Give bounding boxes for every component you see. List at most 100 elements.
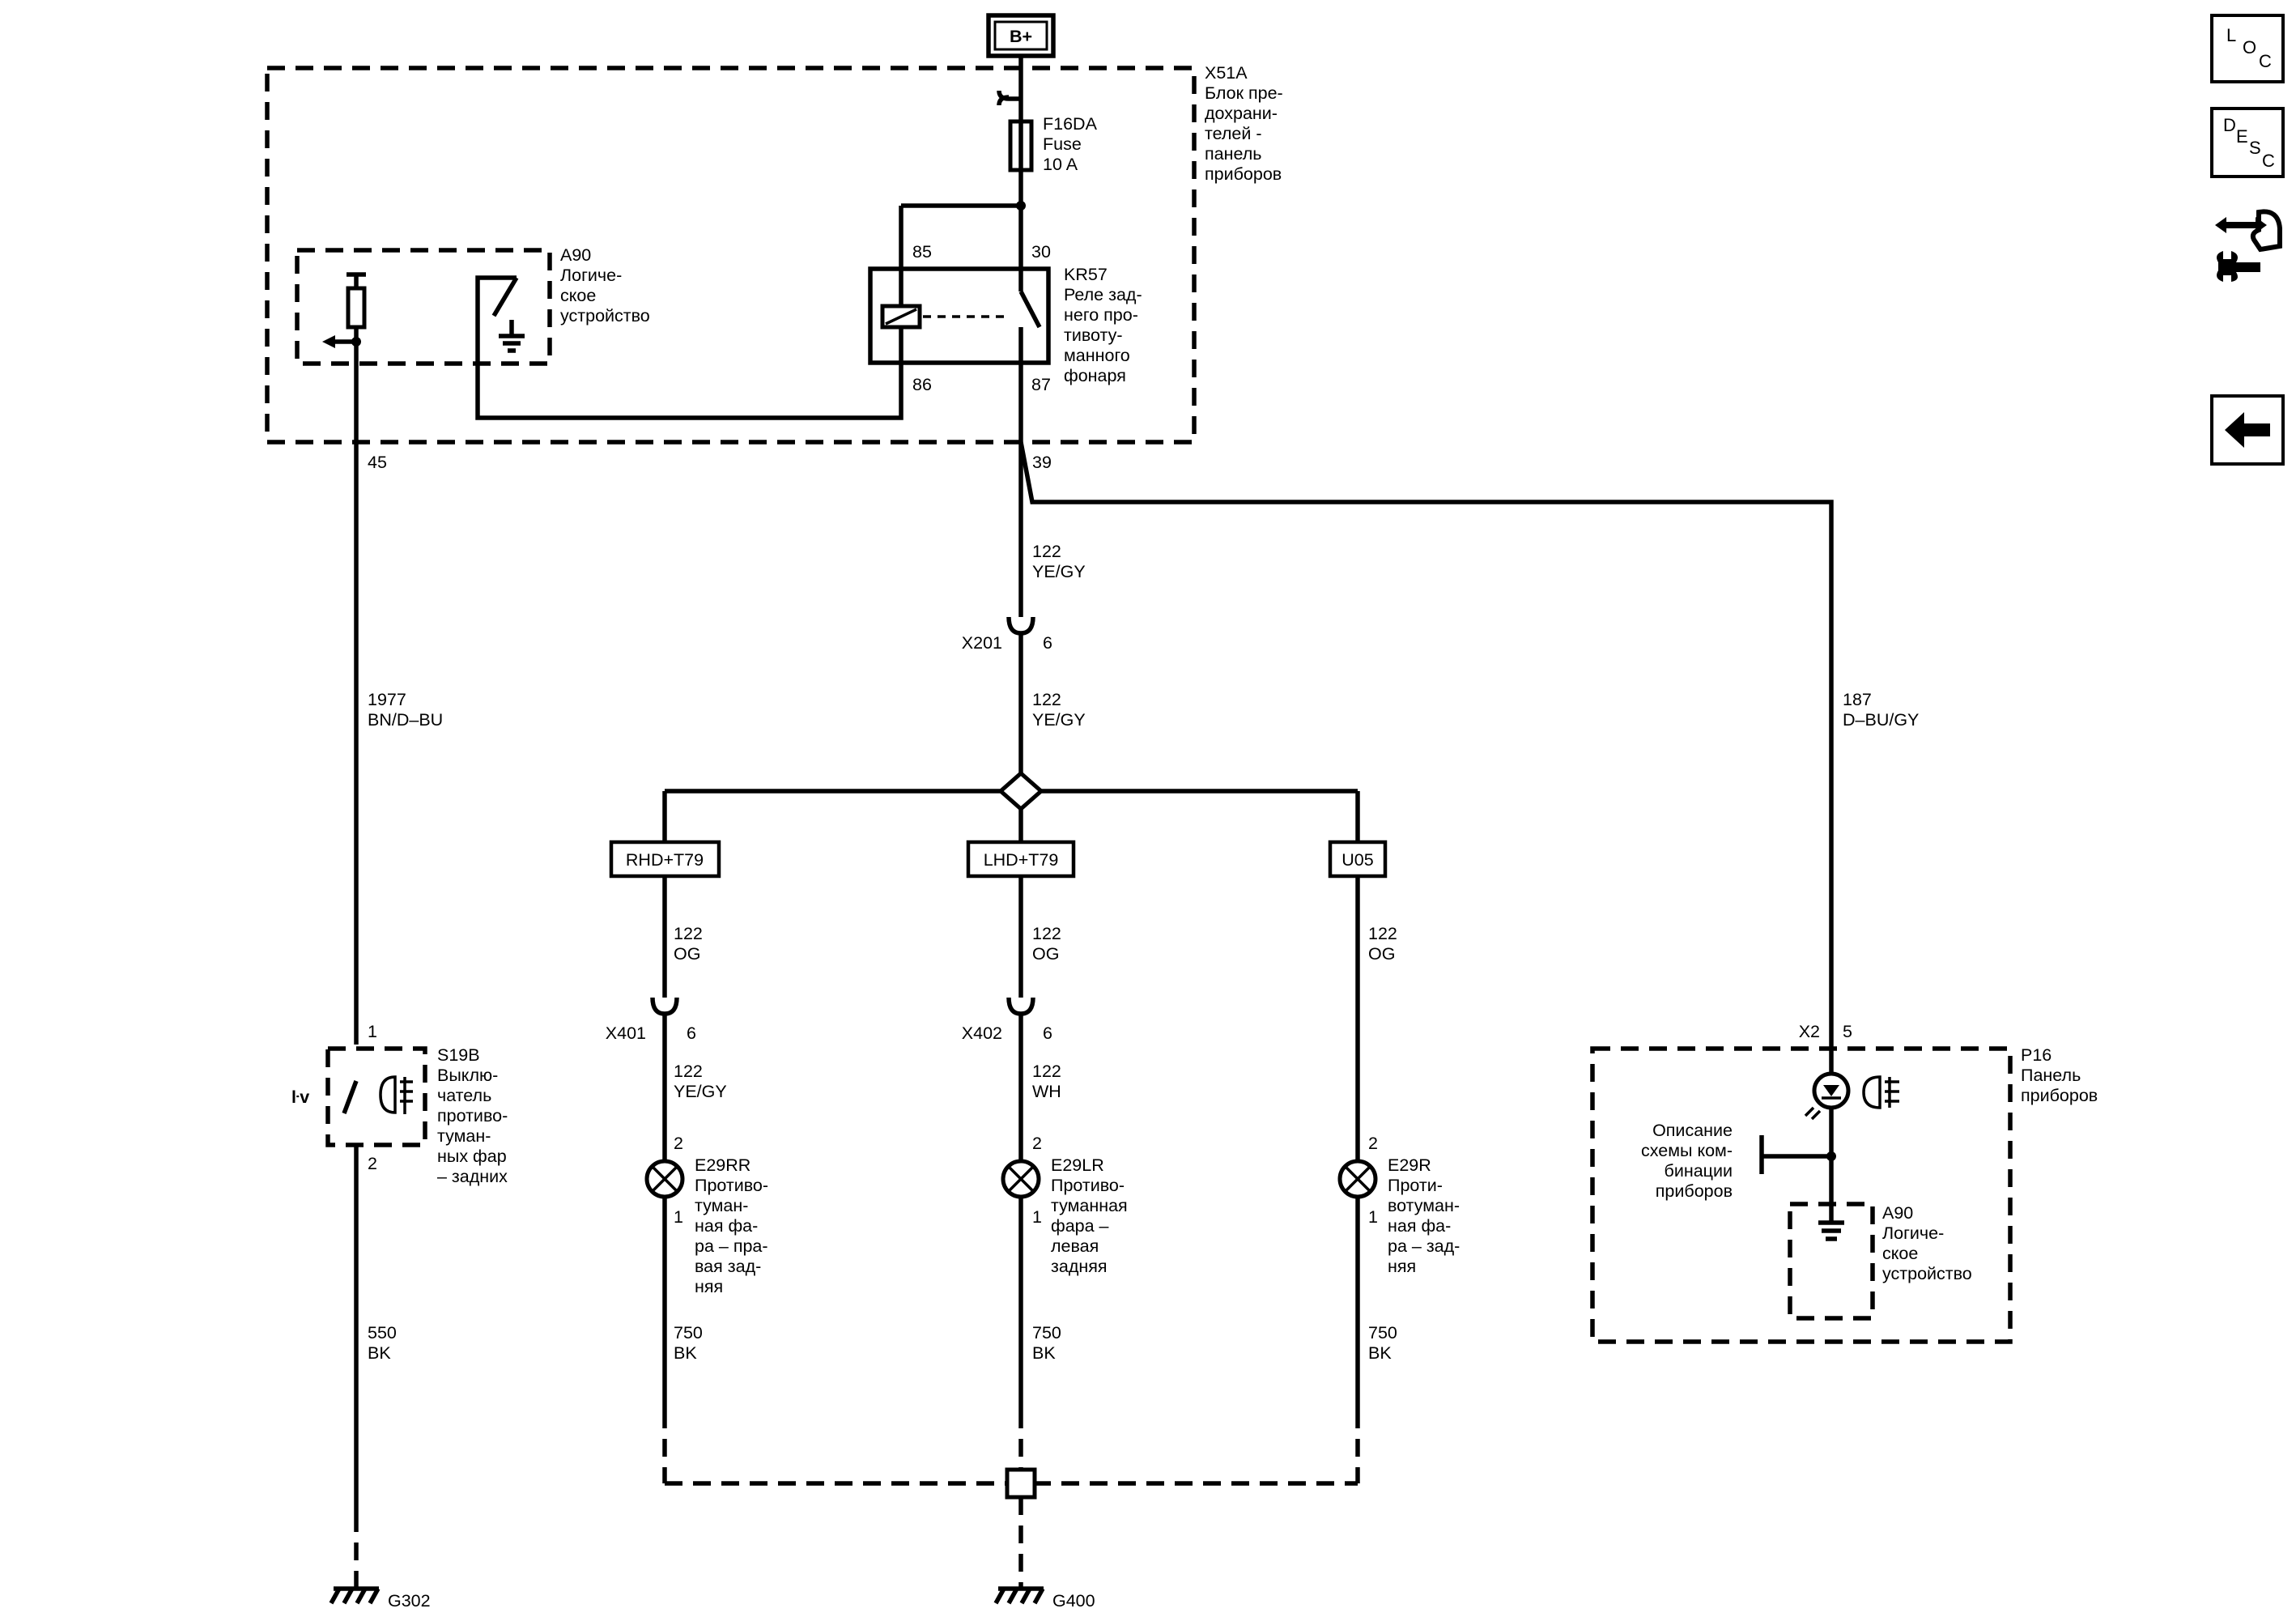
connector-x201-id: X201 [962, 633, 1002, 653]
lamp-r-id: E29R [1388, 1155, 1431, 1175]
option-lhd-label: LHD+T79 [984, 850, 1059, 870]
back-button[interactable] [2210, 394, 2285, 466]
fuse-block-desc-2: дохрани- [1205, 104, 1278, 123]
wire-relay-86-to-a90 [475, 275, 904, 420]
lamp-lr-pin-top: 2 [1032, 1134, 1042, 1153]
description-button-label-2: E [2236, 126, 2248, 147]
wire-lhd-wh-circuit: 122 [1032, 1062, 1061, 1081]
lamp-lr-desc-5: задняя [1051, 1257, 1108, 1276]
relay-pin-30: 30 [1031, 242, 1051, 262]
switch-s19b-border [325, 1046, 427, 1147]
connector-x2-pin: 5 [1843, 1022, 1852, 1041]
lamp-lr-desc-1: Противо- [1051, 1176, 1125, 1195]
location-button-label-2: O [2243, 37, 2256, 57]
lamp-r-pin-top: 2 [1368, 1134, 1378, 1153]
lamp-r-desc-4: ра – зад- [1388, 1236, 1460, 1256]
relay-kr57-box [868, 266, 1051, 365]
ground-g400-h4 [1032, 1587, 1045, 1605]
cluster-desc-2: приборов [2021, 1086, 2098, 1105]
switch-desc-5: ных фар [437, 1147, 507, 1166]
switch-desc-1: Выклю- [437, 1066, 498, 1085]
lamp-r-x2 [1344, 1165, 1371, 1193]
lamp-lr-desc-3: фара – [1051, 1216, 1109, 1236]
location-button[interactable]: L O C [2210, 14, 2285, 83]
a90-switch-arm [491, 276, 519, 317]
ground-g302-h2 [342, 1587, 355, 1605]
wire-187 [1018, 441, 1834, 1089]
cluster-desc-1: Панель [2021, 1066, 2081, 1085]
lamp-rr-x2 [651, 1165, 678, 1193]
ground-g302-h3 [355, 1587, 368, 1605]
lamp-rr-desc-3: ная фа- [695, 1216, 758, 1236]
lamp-r-desc-5: няя [1388, 1257, 1416, 1276]
ground-g400-h2 [1006, 1587, 1019, 1605]
wire-rhd-og-circuit: 122 [674, 924, 703, 943]
description-button-label-1: D [2223, 115, 2236, 135]
wire-u05-og-color: OG [1368, 944, 1395, 964]
switch-s19b-contact [342, 1080, 359, 1114]
connector-x402-id: X402 [962, 1023, 1002, 1043]
relay-desc-3: тивоту- [1064, 326, 1123, 345]
cluster-desc-note-3: бинации [1665, 1161, 1733, 1181]
connector-x401-symbol [650, 997, 679, 1016]
connector-x402-pin: 6 [1043, 1023, 1052, 1043]
wire-lhd-og-circuit: 122 [1032, 924, 1061, 943]
cluster-p16-border [1590, 1046, 2013, 1344]
a90-top-desc-1: Логиче- [560, 266, 622, 285]
connector-x401-id: X401 [606, 1023, 646, 1043]
connector-x402-symbol [1006, 997, 1035, 1016]
lamp-rr-desc-2: туман- [695, 1196, 748, 1215]
lamp-rr-pin-bottom: 1 [674, 1207, 683, 1227]
wire-rhd-yegy-color: YE/GY [674, 1082, 727, 1101]
wire-122-mid-circuit: 122 [1032, 690, 1061, 709]
relay-coil-diag [885, 308, 917, 326]
cluster-desc-note-4: приборов [1656, 1181, 1733, 1201]
relay-desc-4: манного [1064, 346, 1130, 365]
wire-187-circuit: 187 [1843, 690, 1872, 709]
cluster-id: P16 [2021, 1045, 2052, 1065]
lamp-lr-x2 [1007, 1165, 1035, 1193]
ground-g302-h4 [368, 1587, 381, 1605]
ground-g302-label: G302 [388, 1591, 431, 1611]
indicator-led-ray-2 [1810, 1109, 1822, 1121]
fuse-id: F16DA [1043, 114, 1098, 134]
connector-x401-pin: 6 [687, 1023, 696, 1043]
relay-contact-arm [1018, 290, 1042, 329]
pin-45: 45 [368, 453, 387, 472]
indicator-led-ray-1 [1804, 1106, 1815, 1117]
wire-lhd-wh-color: WH [1032, 1082, 1061, 1101]
fog-lamp-icon-cluster [1862, 1075, 1881, 1109]
back-arrow-icon [2225, 412, 2270, 448]
switch-pin-top: 1 [368, 1022, 377, 1041]
a90-cluster-desc-1: Логиче- [1882, 1223, 1944, 1243]
connector-end-view-icon[interactable] [2210, 201, 2285, 282]
wire-122-top-color: YE/GY [1032, 562, 1086, 581]
connector-x201-symbol [1006, 616, 1035, 636]
lamp-r-desc-3: ная фа- [1388, 1216, 1451, 1236]
fuse-block-desc-4: панель [1205, 144, 1261, 164]
relay-desc-1: Реле зад- [1064, 285, 1142, 304]
description-button[interactable]: D E S C [2210, 107, 2285, 178]
lamp-r-desc-1: Проти- [1388, 1176, 1443, 1195]
wire-u05-bk-color: BK [1368, 1343, 1392, 1363]
switch-desc-6: – задних [437, 1167, 508, 1186]
fuse-block-id: X51A [1205, 63, 1248, 83]
relay-pin-87: 87 [1031, 375, 1051, 394]
wire-rhd-bk-color: BK [674, 1343, 697, 1363]
ground-g400-label: G400 [1052, 1591, 1095, 1611]
switch-id: S19B [437, 1045, 480, 1065]
fuse-type: Fuse [1043, 134, 1082, 154]
wire-rhd-yegy-circuit: 122 [674, 1062, 703, 1081]
cluster-desc-note-1: Описание [1652, 1121, 1733, 1140]
wire-122-top-circuit: 122 [1032, 542, 1061, 561]
lamp-r-desc-2: вотуман- [1388, 1196, 1460, 1215]
pin-39: 39 [1032, 453, 1052, 472]
relay-desc-2: него про- [1064, 305, 1138, 325]
wire-122-mid-color: YE/GY [1032, 710, 1086, 730]
a90-input-arrow-head [322, 335, 335, 348]
wire-rhd-og-color: OG [674, 944, 700, 964]
wire-550-circuit: 550 [368, 1323, 397, 1343]
switch-actuator-icon: ŀv [291, 1087, 309, 1107]
option-u05-label: U05 [1341, 850, 1373, 870]
